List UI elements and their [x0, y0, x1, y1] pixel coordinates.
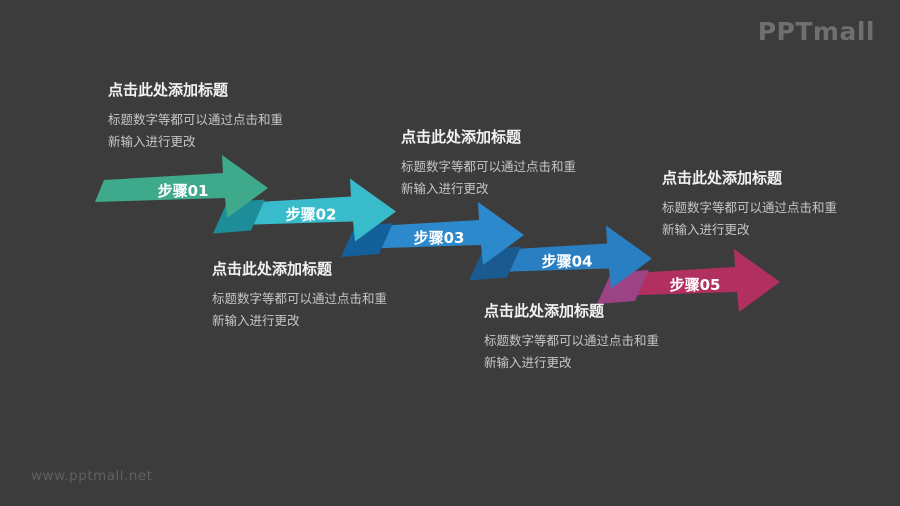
- placeholder-body-line: 新输入进行更改: [662, 222, 750, 237]
- placeholder-title: 点击此处添加标题: [212, 260, 333, 278]
- placeholder-title: 点击此处添加标题: [401, 128, 522, 146]
- arrow-shape: [351, 202, 524, 265]
- text-placeholder-1: 点击此处添加标题 标题数字等都可以通过点击和重 新输入进行更改: [108, 80, 283, 153]
- step-label: 步骤02: [286, 206, 337, 224]
- text-placeholder-3: 点击此处添加标题 标题数字等都可以通过点击和重 新输入进行更改: [401, 127, 576, 200]
- placeholder-body-line: 新输入进行更改: [401, 181, 489, 196]
- arrow-shape: [607, 249, 780, 312]
- arrow-shape: [479, 225, 652, 289]
- placeholder-body-line: 新输入进行更改: [212, 313, 300, 328]
- watermark-url: www.pptmall.net: [31, 468, 153, 484]
- placeholder-body-line: 新输入进行更改: [484, 355, 572, 370]
- placeholder-body-line: 新输入进行更改: [108, 134, 196, 149]
- placeholder-body-line: 标题数字等都可以通过点击和重: [662, 200, 838, 215]
- step-label: 步骤04: [542, 253, 593, 271]
- placeholder-title: 点击此处添加标题: [108, 81, 229, 99]
- placeholder-body-line: 标题数字等都可以通过点击和重: [401, 159, 577, 174]
- arrow-shape: [95, 155, 268, 218]
- step-label: 步骤01: [158, 182, 209, 200]
- step-arrow-1: 步骤01: [95, 155, 268, 218]
- arrow-shape: [223, 178, 396, 242]
- text-placeholder-5: 点击此处添加标题 标题数字等都可以通过点击和重 新输入进行更改: [662, 168, 837, 241]
- placeholder-body-line: 标题数字等都可以通过点击和重: [212, 291, 388, 306]
- step-label: 步骤05: [670, 276, 721, 294]
- placeholder-body-line: 标题数字等都可以通过点击和重: [108, 112, 284, 127]
- placeholder-body-line: 标题数字等都可以通过点击和重: [484, 333, 660, 348]
- pptmall-logo: PPTmall: [757, 17, 875, 46]
- text-placeholder-2: 点击此处添加标题 标题数字等都可以通过点击和重 新输入进行更改: [212, 259, 387, 332]
- step-label: 步骤03: [414, 229, 465, 247]
- placeholder-title: 点击此处添加标题: [484, 302, 605, 320]
- placeholder-title: 点击此处添加标题: [662, 169, 783, 187]
- text-placeholder-4: 点击此处添加标题 标题数字等都可以通过点击和重 新输入进行更改: [484, 301, 659, 374]
- step-arrow-3: 步骤03: [341, 202, 524, 265]
